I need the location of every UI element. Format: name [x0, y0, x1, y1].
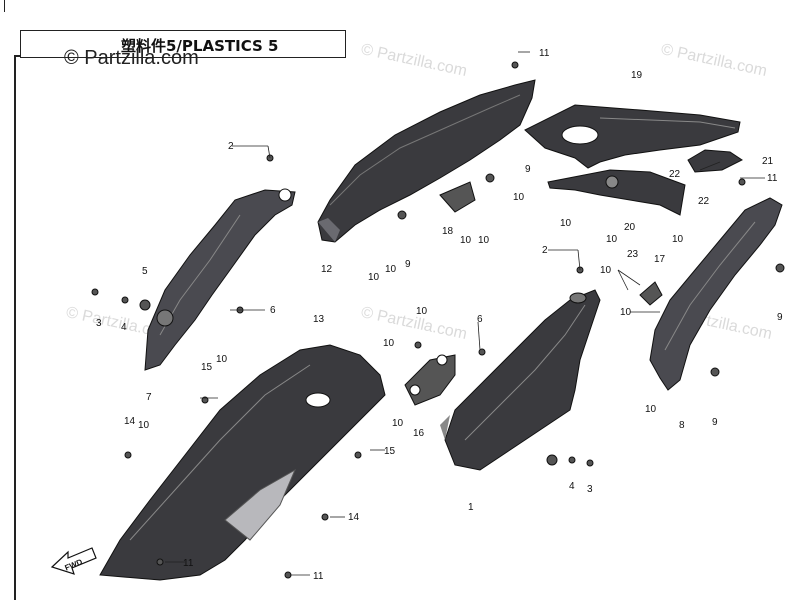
- callout-6: 6: [270, 305, 276, 316]
- callout-4: 4: [569, 481, 575, 492]
- part-16-mount-bracket: [404, 354, 456, 406]
- callout-10: 10: [392, 418, 404, 429]
- frame-left-line: [14, 55, 16, 600]
- diagram-title: 塑料件5/PLASTICS 5: [121, 37, 279, 55]
- callout-23: 23: [627, 249, 639, 260]
- callout-10: 10: [478, 235, 490, 246]
- callout-22: 22: [669, 169, 681, 180]
- callout-3: 3: [587, 484, 593, 495]
- fasteners: [91, 61, 785, 579]
- callout-22: 22: [698, 196, 710, 207]
- fwd-arrow: FWD: [50, 547, 97, 575]
- callout-13: 13: [313, 314, 325, 325]
- callout-10: 10: [138, 420, 150, 431]
- callout-7: 7: [146, 392, 152, 403]
- callout-2: 2: [228, 141, 234, 152]
- leader-lines: [165, 51, 765, 576]
- part-8-rear-side-cover: [649, 197, 783, 391]
- callout-9: 9: [525, 164, 531, 175]
- callout-11: 11: [183, 558, 194, 569]
- callout-2: 2: [542, 245, 548, 256]
- part-7-left-side-cover: [144, 188, 296, 371]
- callout-10: 10: [368, 272, 380, 283]
- callout-20: 20: [624, 222, 636, 233]
- callout-10: 10: [600, 265, 612, 276]
- callout-10: 10: [385, 264, 397, 275]
- part-19-rear-top: [524, 104, 741, 169]
- callout-11: 11: [767, 173, 778, 184]
- callout-14: 14: [124, 416, 136, 427]
- callout-3: 3: [96, 318, 102, 329]
- part-20-bracket: [547, 169, 686, 216]
- callout-9: 9: [405, 259, 411, 270]
- callout-10: 10: [560, 218, 572, 229]
- copyright-text: © Partzilla.com: [64, 47, 199, 69]
- callout-10: 10: [620, 307, 632, 318]
- callout-15: 15: [201, 362, 213, 373]
- callout-15: 15: [384, 446, 396, 457]
- callout-9: 9: [777, 312, 783, 323]
- frame-top-tick: [14, 55, 22, 57]
- callout-21: 21: [762, 156, 774, 167]
- callout-10: 10: [416, 306, 428, 317]
- callout-10: 10: [606, 234, 618, 245]
- callout-11: 11: [539, 48, 550, 59]
- callout-labels: 1 2 2 3 3 4 4 5 6 6 7 8 9 9 9 9 10 10 10…: [96, 48, 783, 582]
- part-17-bracket: [639, 281, 663, 306]
- callout-10: 10: [645, 404, 657, 415]
- callout-10: 10: [513, 192, 525, 203]
- callout-10: 10: [383, 338, 395, 349]
- part-12-upper-cowl: [317, 79, 536, 243]
- callout-10: 10: [216, 354, 228, 365]
- callout-4: 4: [121, 322, 127, 333]
- callout-11: 11: [313, 571, 324, 582]
- callout-12: 12: [321, 264, 333, 275]
- part-18-bracket: [439, 181, 476, 213]
- callout-8: 8: [679, 420, 685, 431]
- part-21-cover: [687, 149, 743, 173]
- part-13-undertray: [99, 344, 386, 581]
- corner-mark: [0, 0, 5, 12]
- callout-1: 1: [468, 502, 474, 513]
- callout-19: 19: [631, 70, 643, 81]
- callout-10: 10: [672, 234, 684, 245]
- part-1-right-side-cover: [440, 289, 601, 471]
- callout-17: 17: [654, 254, 666, 265]
- callout-6: 6: [477, 314, 483, 325]
- callout-10: 10: [460, 235, 472, 246]
- title-box: 塑料件5/PLASTICS 5: [20, 30, 346, 58]
- callout-14: 14: [348, 512, 360, 523]
- callout-16: 16: [413, 428, 425, 439]
- callout-5: 5: [142, 266, 148, 277]
- callout-9: 9: [712, 417, 718, 428]
- callout-18: 18: [442, 226, 454, 237]
